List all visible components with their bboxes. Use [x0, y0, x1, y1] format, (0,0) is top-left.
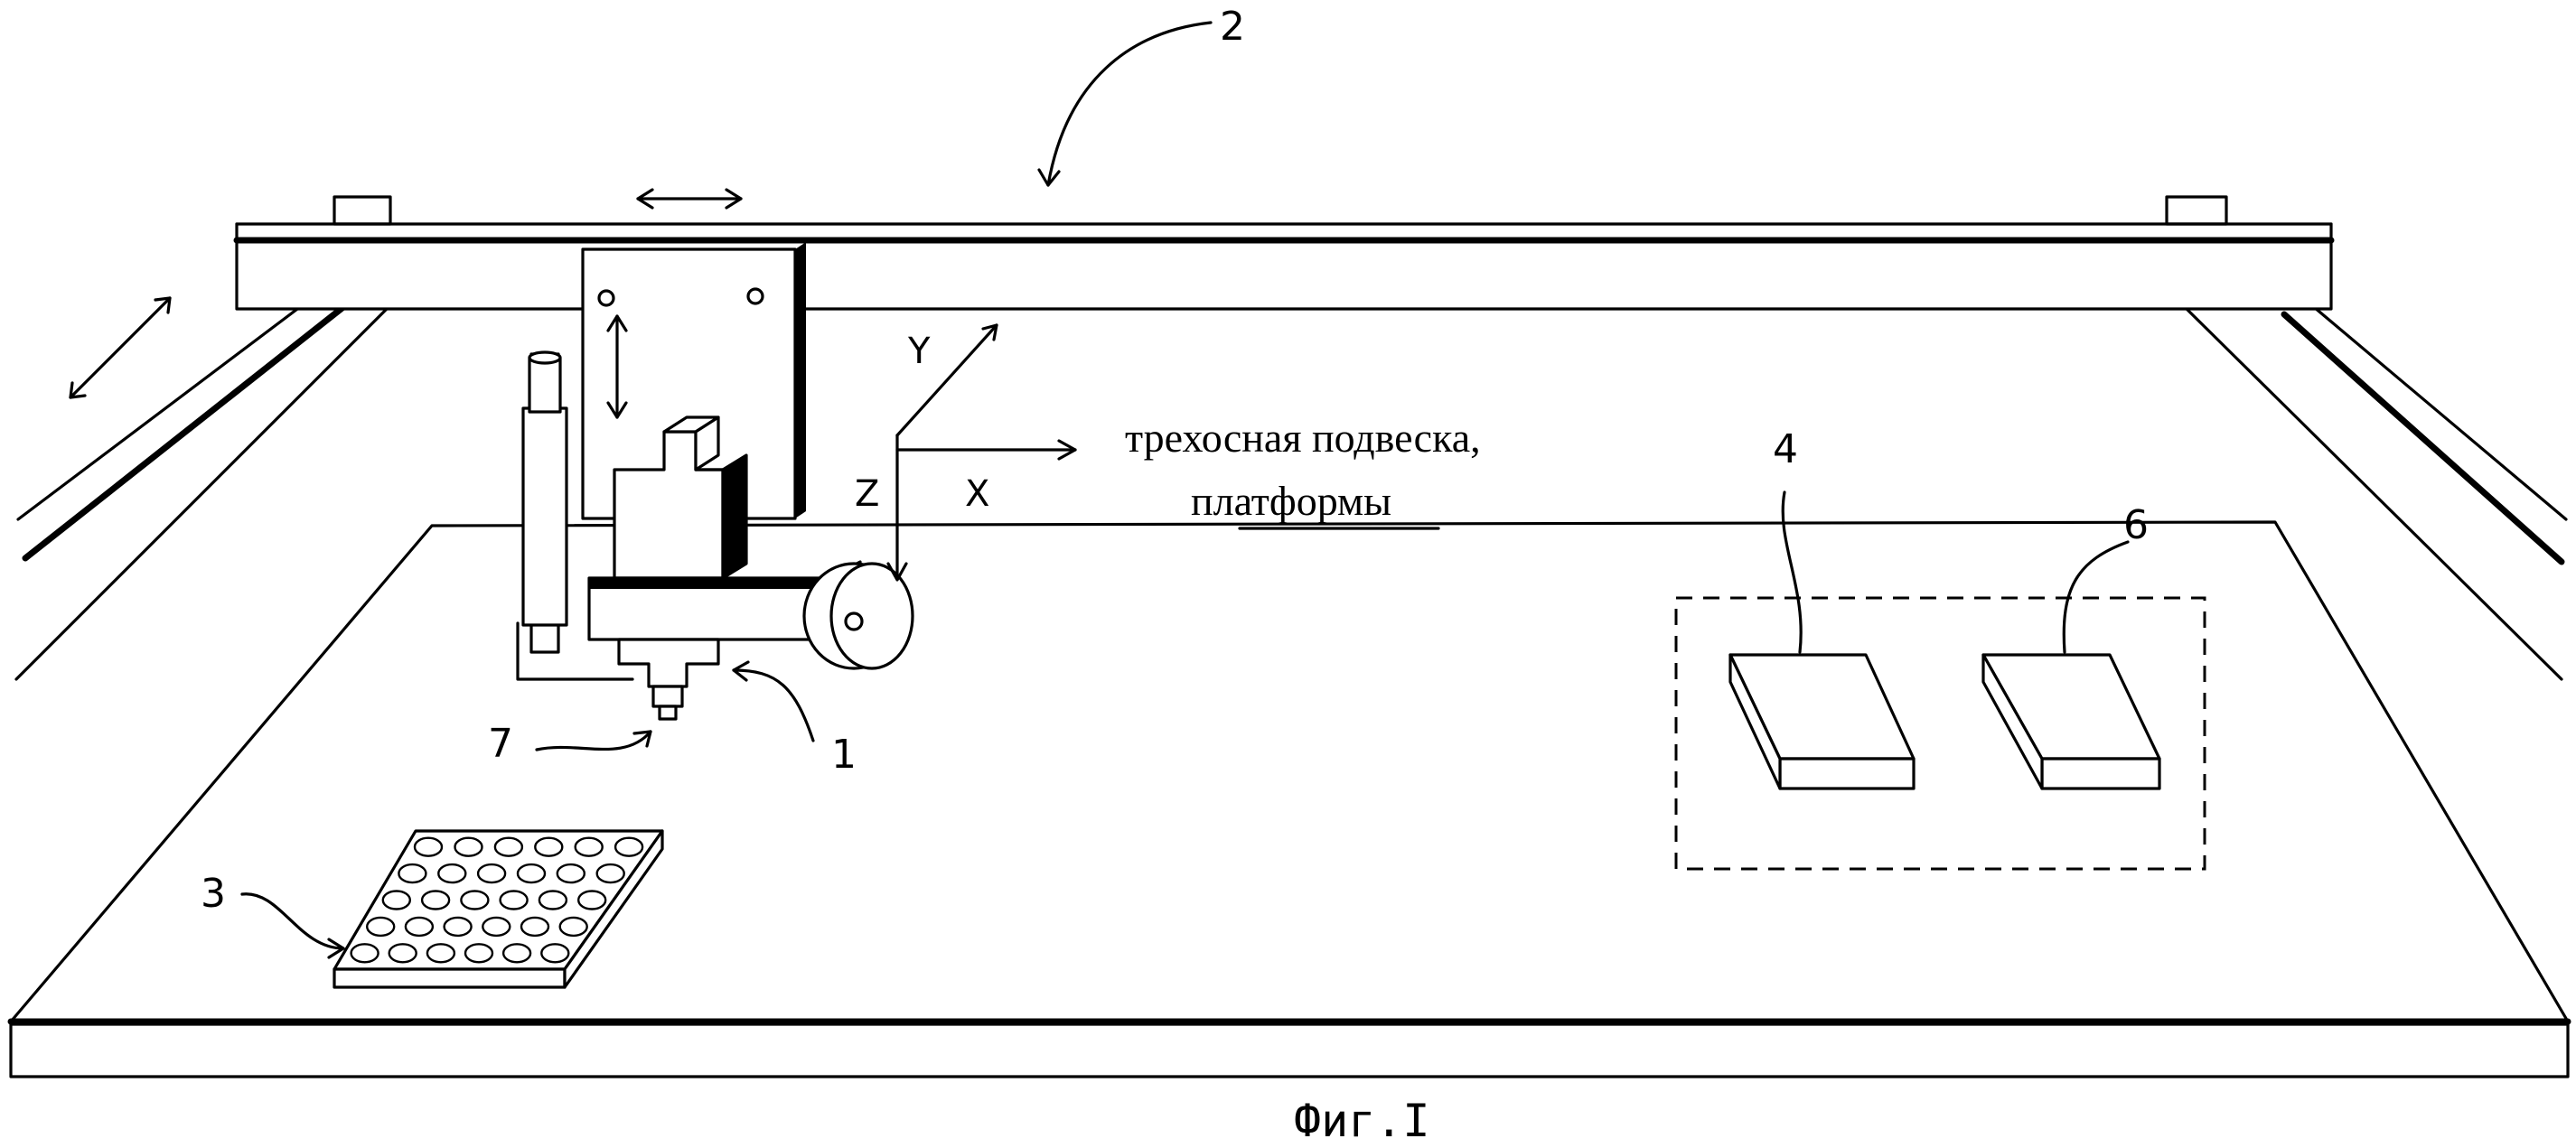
axis-y-label: Y [907, 331, 931, 372]
label-4: 4 [1773, 426, 1798, 472]
horizontal-motion-arrow [638, 190, 741, 208]
label-1: 1 [831, 732, 857, 778]
gantry-beam [237, 197, 2331, 309]
platform [11, 522, 2568, 1077]
label-7: 7 [488, 721, 513, 767]
axis-z-label: Z [855, 473, 879, 515]
annotation-line-2: платформы [1191, 478, 1391, 524]
label-3: 3 [201, 871, 226, 917]
label-6: 6 [2123, 502, 2149, 548]
annotation-line-1: трехосная подвеска, [1125, 415, 1481, 461]
left-rail [16, 285, 389, 679]
label-2: 2 [1220, 4, 1245, 50]
leader-2 [1039, 23, 1211, 185]
rail-motion-arrow [70, 298, 170, 397]
axis-x-label: X [965, 473, 989, 515]
figure-caption: Фиг.I [1294, 1095, 1430, 1147]
